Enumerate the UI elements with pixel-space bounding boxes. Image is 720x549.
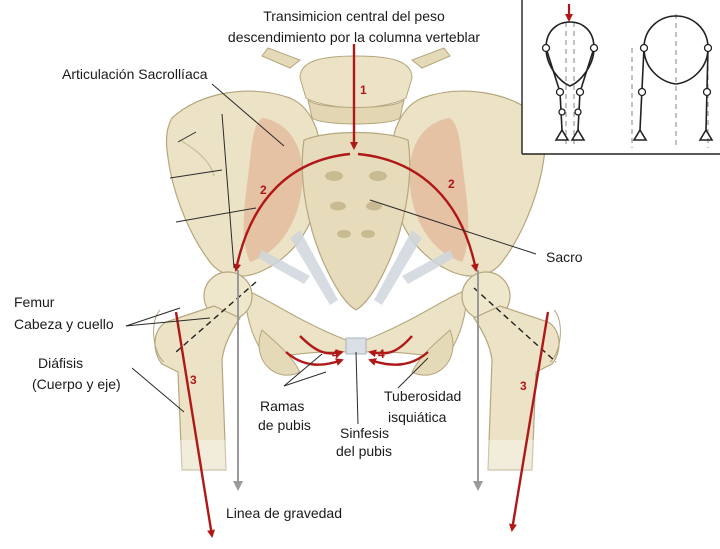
pubic-rami-label-line2: de pubis	[258, 417, 311, 434]
force-number-3-left: 3	[190, 373, 197, 387]
head-neck-label: Cabeza y cuello	[14, 316, 114, 333]
femur-label: Femur	[14, 294, 54, 311]
load-distribution-inset	[522, 0, 720, 154]
force-number-3-right: 3	[520, 379, 527, 393]
transmission-label-line1: Transimicion central del peso	[236, 8, 472, 25]
ischial-label-line2: isquiática	[388, 409, 446, 426]
force-number-2-left: 2	[260, 183, 267, 197]
force-number-2-right: 2	[448, 177, 455, 191]
transmission-label-line2: descendimiento por la columna verteblar	[196, 29, 512, 46]
sacroiliac-label: Articulación Sacrollíaca	[62, 66, 208, 83]
sacrum-label: Sacro	[546, 249, 583, 266]
diaphysis-label-line2: (Cuerpo y eje)	[32, 376, 121, 393]
ischial-label-line1: Tuberosidad	[384, 388, 461, 405]
force-number-4-right: 4	[378, 347, 385, 361]
gravity-line-label: Linea de gravedad	[226, 505, 342, 522]
force-number-1: 1	[360, 83, 367, 97]
diaphysis-label-line1: Diáfisis	[38, 355, 83, 372]
force-number-4-left: 4	[332, 347, 339, 361]
symphysis-label-line2: del pubis	[336, 443, 392, 460]
symphysis-label-line1: Sinfesis	[340, 425, 389, 442]
pubic-rami-label-line1: Ramas	[260, 398, 304, 415]
